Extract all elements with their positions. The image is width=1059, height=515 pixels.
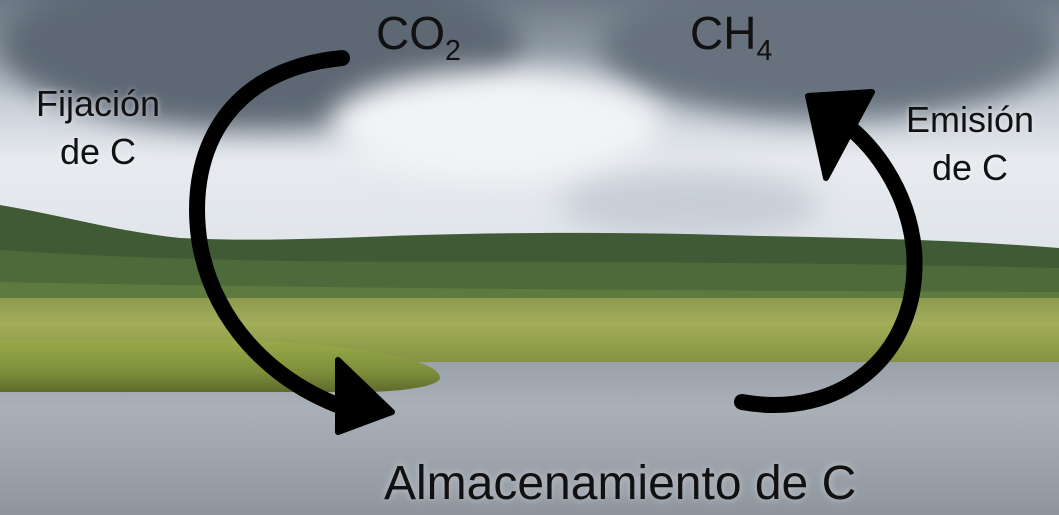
ch4-subscript: 4	[756, 34, 773, 67]
fixation-arrow	[189, 50, 353, 416]
emission-label: Emisión de C	[884, 96, 1056, 192]
fixation-label: Fijación de C	[6, 80, 190, 176]
emission-line1: Emisión	[905, 99, 1035, 140]
co2-base: CO	[376, 7, 445, 59]
fixation-line1: Fijación	[35, 83, 161, 124]
cloud	[330, 70, 660, 180]
emission-arrow	[734, 110, 923, 413]
ch4-base: CH	[690, 7, 757, 59]
storage-label: Almacenamiento de C	[384, 457, 857, 510]
emission-arrowhead	[805, 89, 875, 181]
fixation-arrowhead	[335, 357, 395, 435]
ch4-label: CH4	[690, 7, 772, 65]
co2-subscript: 2	[445, 34, 461, 67]
cloud	[560, 170, 820, 240]
co2-label: CO2	[376, 7, 461, 65]
fixation-line2: de C	[59, 131, 137, 172]
emission-line2: de C	[931, 147, 1009, 188]
